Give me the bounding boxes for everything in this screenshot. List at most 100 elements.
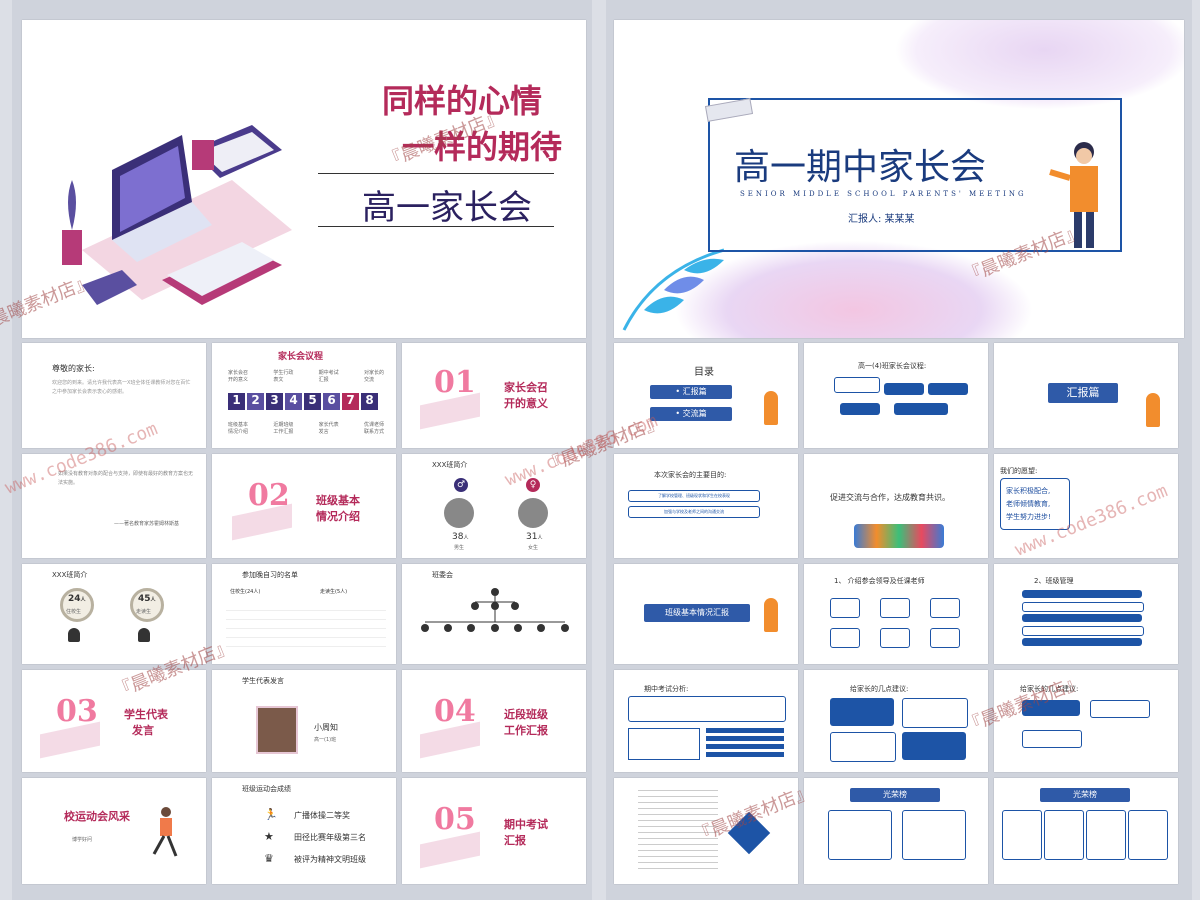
slide-sports[interactable]: 校运动会风采 博学好问 <box>22 778 206 884</box>
roster-col2-header: 走读生(5人) <box>320 589 348 595</box>
day-ring <box>130 588 164 622</box>
section-title-line2: 工作汇报 <box>504 724 548 737</box>
slide-communicate[interactable]: 促进交流与合作，达成教育共识。 <box>804 454 988 558</box>
slide-exam-text[interactable] <box>614 778 798 884</box>
cover-title: 高一期中家长会 <box>734 147 987 188</box>
greeting-body: 欢迎您的到来。请允许我代表高一X班全体任课教师对您在百忙之中参加家长会表示衷心的… <box>52 380 191 395</box>
slide-wish[interactable]: 我们的愿望: 家长积极配合, 老师倾情教育, 学生努力进步! <box>994 454 1178 558</box>
slide-greeting[interactable]: 尊敬的家长: 欢迎您的到来。请允许我代表高一X班全体任课教师对您在百忙之中参加家… <box>22 343 206 448</box>
slide-honor-1[interactable]: 光荣榜 <box>804 778 988 884</box>
honor-card <box>1086 810 1126 860</box>
agenda-bottom-label: 近期班级工作汇报 <box>273 422 294 435</box>
slide-section-02[interactable]: 02 班级基本 情况介绍 <box>212 454 396 558</box>
slide-section-04[interactable]: 04 近段班级 工作汇报 <box>402 670 586 772</box>
advice-card <box>830 732 896 762</box>
section-title-line1: 班级基本 <box>316 494 360 507</box>
toc-communicate-button[interactable]: • 交流篇 <box>650 407 732 421</box>
boarding-count-value: 24 <box>68 594 81 604</box>
quote-author: ——著名教育家苏霍姆林斯基 <box>114 521 180 527</box>
mgmt-bar <box>1022 602 1144 612</box>
boarding-label: 住校生 <box>66 609 82 615</box>
mgmt-bar <box>1022 626 1144 636</box>
advice-card <box>902 698 968 728</box>
communicate-text: 促进交流与合作，达成教育共识。 <box>830 493 950 502</box>
male-icon: ♂ <box>454 478 468 492</box>
laptop-desk-illustration <box>62 125 292 305</box>
slide-class-info-gender[interactable]: XXX班简介 ♂ ♀ 38人 男生 31人 女生 <box>402 454 586 558</box>
honor-title: 光荣榜 <box>850 788 940 802</box>
slide-advice-1[interactable]: 给家长的几点建议: <box>804 670 988 772</box>
slide-advice-2[interactable]: 给家长的几点建议: <box>994 670 1178 772</box>
agenda-bottom-label: 班级基本情况介绍 <box>228 422 249 435</box>
day-count-unit: 人 <box>150 597 156 603</box>
slide-sports-results[interactable]: 班级运动会成绩 🏃 广播体操二等奖 ★ 田径比赛年级第三名 ♛ 被评为精神文明班… <box>212 778 396 884</box>
agenda-box <box>840 403 880 415</box>
toc-report-button[interactable]: • 汇报篇 <box>650 385 732 399</box>
teacher-small-icon <box>764 598 778 632</box>
male-label: 男生 <box>454 545 465 551</box>
toc-title: 目录 <box>694 367 714 378</box>
cover-reporter: 汇报人: 某某某 <box>848 214 915 225</box>
male-count-unit: 人 <box>463 535 469 541</box>
section-number: 05 <box>434 802 476 837</box>
roster-title: 参加晚自习的名单 <box>242 571 298 579</box>
slide-quote[interactable]: 如果没有教育对象的配合与支持，即使有最好的教育方案也无法实施。 ——著名教育家苏… <box>22 454 206 558</box>
section-title-line1: 家长会召 <box>504 381 548 394</box>
results-item: 被评为精神文明班级 <box>294 855 366 864</box>
honor-card <box>1002 810 1042 860</box>
left-cover-slide[interactable]: 同样的心情 一样的期待 高一家长会 <box>22 20 586 338</box>
slide-section-03[interactable]: 03 学生代表 发言 <box>22 670 206 772</box>
agenda-box <box>928 383 968 395</box>
results-item: 田径比赛年级第三名 <box>294 833 366 842</box>
slide-honor-2[interactable]: 光荣榜 <box>994 778 1178 884</box>
section-title-line1: 学生代表 <box>124 708 168 721</box>
student-photo <box>256 706 298 754</box>
slide-agenda-right[interactable]: 高一(4)班家长会议程: <box>804 343 988 448</box>
slide-class-mgmt[interactable]: 2、班级管理 <box>994 564 1178 664</box>
agenda-bottom-labels: 班级基本情况介绍 近期班级工作汇报 家长代表发言 优课老师联系方式 <box>228 421 388 435</box>
runner-illustration <box>152 807 178 857</box>
speech-title: 学生代表发言 <box>242 677 284 685</box>
slide-agenda[interactable]: 家长会议程 家长会召开的意义 学生行政表文 期中考试汇报 对家长的交流 1 2 … <box>212 343 396 448</box>
day-count-value: 45 <box>138 594 151 604</box>
cover-divider-bottom <box>318 226 554 227</box>
advice-card <box>902 732 966 760</box>
wish-line: 老师倾情教育, <box>1006 500 1051 508</box>
class-report-label[interactable]: 班级基本情况汇报 <box>644 604 750 622</box>
slide-class-report[interactable]: 班级基本情况汇报 <box>614 564 798 664</box>
male-avatar-icon <box>444 498 474 528</box>
class-info-title: XXX班简介 <box>432 461 468 469</box>
results-title: 班级运动会成绩 <box>242 785 291 793</box>
speech-class: 高一(1)班 <box>314 737 337 743</box>
section-number: 01 <box>434 365 476 400</box>
report-section-label[interactable]: 汇报篇 <box>1048 383 1118 403</box>
agenda-top-label: 对家长的交流 <box>363 370 384 383</box>
female-label: 女生 <box>528 545 539 551</box>
slide-report-section[interactable]: 汇报篇 <box>994 343 1178 448</box>
slide-toc[interactable]: 目录 • 汇报篇 • 交流篇 <box>614 343 798 448</box>
student-boy-icon <box>68 628 80 642</box>
teacher-card <box>880 598 910 618</box>
section-title-line2: 发言 <box>132 724 154 737</box>
slide-committee[interactable]: 班委会 <box>402 564 586 664</box>
student-girl-icon <box>138 628 150 642</box>
female-avatar-icon <box>518 498 548 528</box>
cover-title-line1: 同样的心情 <box>382 82 543 120</box>
cover-subtitle: 高一家长会 <box>362 188 532 228</box>
slide-purpose[interactable]: 本次家长会的主要目的: 了解学校管理、班级现状和学生在校表现 加强与学校及老师之… <box>614 454 798 558</box>
slide-student-speech[interactable]: 学生代表发言 小周知 高一(1)班 <box>212 670 396 772</box>
agenda-box <box>834 377 880 393</box>
section-title-line2: 情况介绍 <box>316 510 360 523</box>
slide-exam-analysis[interactable]: 期中考试分析: <box>614 670 798 772</box>
slide-roster[interactable]: 参加晚自习的名单 住校生(24人) 走读生(5人) <box>212 564 396 664</box>
teacher-card <box>880 628 910 648</box>
right-cover-slide[interactable]: 高一期中家长会 SENIOR MIDDLE SCHOOL PARENTS' ME… <box>614 20 1184 338</box>
quote-body: 如果没有教育对象的配合与支持，即使有最好的教育方案也无法实施。 <box>58 471 194 486</box>
section-platform <box>420 831 480 869</box>
slide-section-05[interactable]: 05 期中考试 汇报 <box>402 778 586 884</box>
mgmt-bar <box>1022 638 1142 646</box>
slide-intro-teachers[interactable]: 1、 介绍参会领导及任课老师 <box>804 564 988 664</box>
slide-section-01[interactable]: 01 家长会召 开的意义 <box>402 343 586 448</box>
slide-class-info-boarding[interactable]: XXX班简介 24人 住校生 45人 走读生 <box>22 564 206 664</box>
female-count-unit: 人 <box>537 535 543 541</box>
